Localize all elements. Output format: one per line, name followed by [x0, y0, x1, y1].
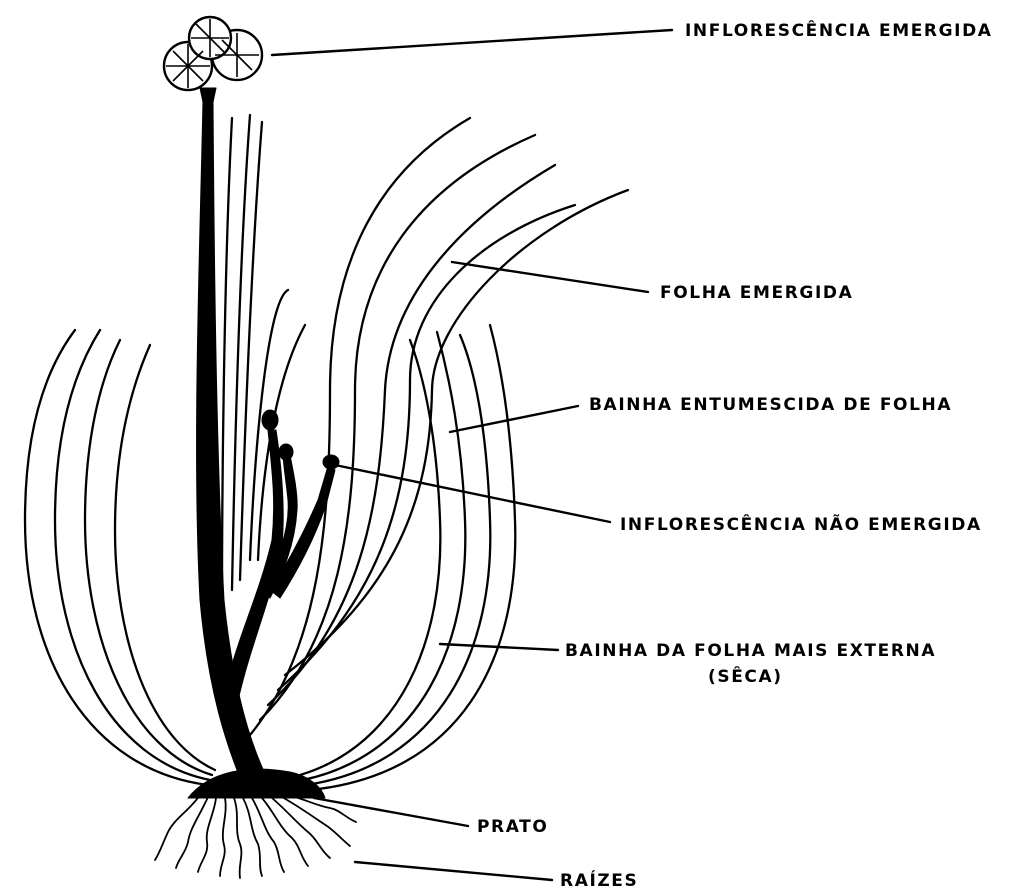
emergent-inflorescence [164, 17, 262, 102]
outer-leaf-sheaths-left [25, 330, 215, 785]
label-prato: PRATO [477, 817, 548, 837]
label-bainha-externa: BAINHA DA FOLHA MAIS EXTERNA [565, 641, 936, 661]
label-raizes: RAÍZES [560, 869, 638, 890]
label-folha-emergida: FOLHA EMERGIDA [660, 283, 853, 303]
diagram-labels: INFLORESCÊNCIA EMERGIDA FOLHA EMERGIDA B… [477, 19, 993, 890]
label-bainha-entumescida: BAINHA ENTUMESCIDA DE FOLHA [589, 395, 952, 415]
label-bainha-externa-seca: (SÊCA) [708, 665, 783, 687]
label-inflorescencia-nao-emergida: INFLORESCÊNCIA NÃO EMERGIDA [620, 512, 982, 535]
outer-leaf-sheaths-right [300, 325, 515, 790]
roots [155, 795, 356, 878]
label-inflorescencia-emergida: INFLORESCÊNCIA EMERGIDA [685, 19, 993, 41]
